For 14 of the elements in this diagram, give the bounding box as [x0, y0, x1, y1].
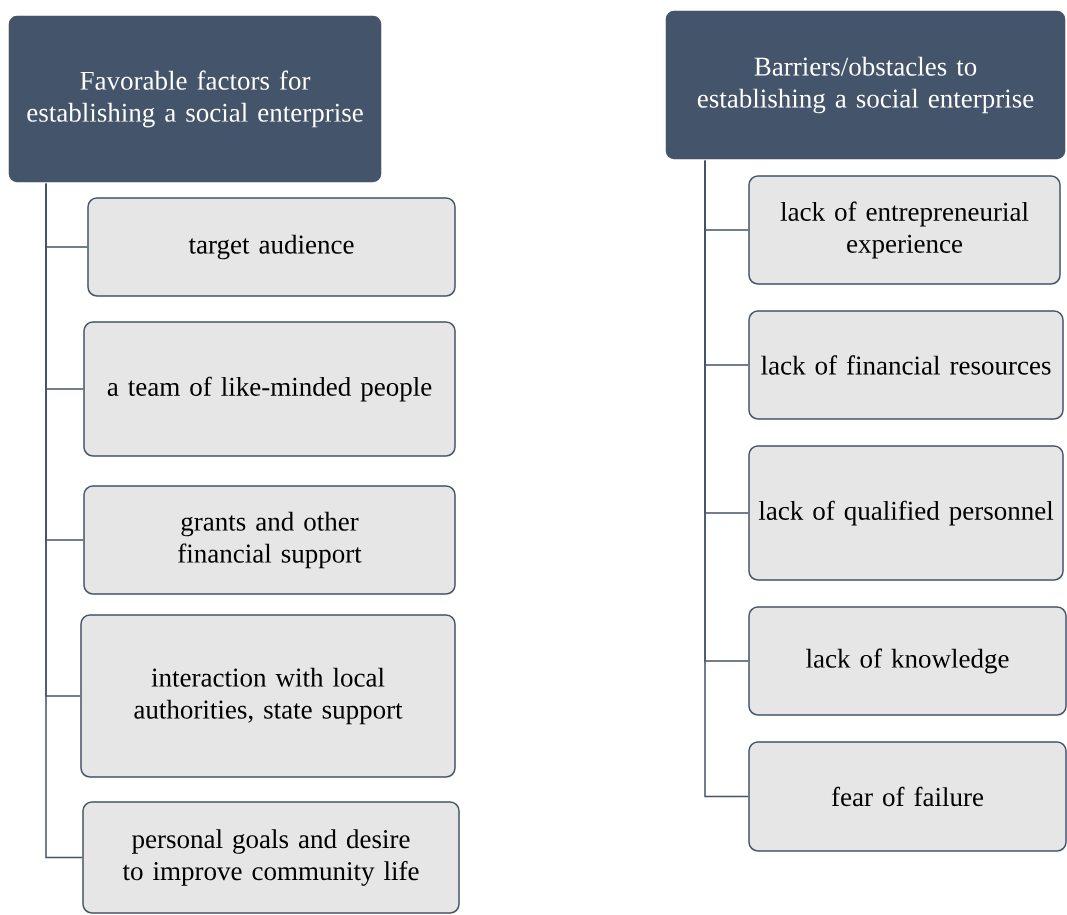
factor-box: lack of knowledge	[748, 606, 1067, 716]
factor-box: interaction with local authorities, state support	[80, 614, 456, 778]
factor-box: a team of like-minded people	[83, 321, 456, 457]
factor-box: lack of entrepreneurial experience	[748, 175, 1061, 285]
connector	[704, 160, 749, 798]
factor-box: fear of failure	[748, 741, 1067, 852]
factor-box: target audience	[87, 197, 456, 297]
header-box: Favorable factors for establishing a social enterprise	[7, 14, 383, 184]
factor-box: personal goals and desire to improve community life	[82, 801, 460, 914]
factor-box: lack of financial resources	[748, 310, 1064, 420]
header-box: Barriers/obstacles to establishing a social enterprise	[664, 9, 1067, 161]
factor-box: lack of qualified personnel	[748, 445, 1064, 581]
factor-box: grants and other financial support	[83, 485, 456, 595]
connector	[45, 183, 83, 859]
